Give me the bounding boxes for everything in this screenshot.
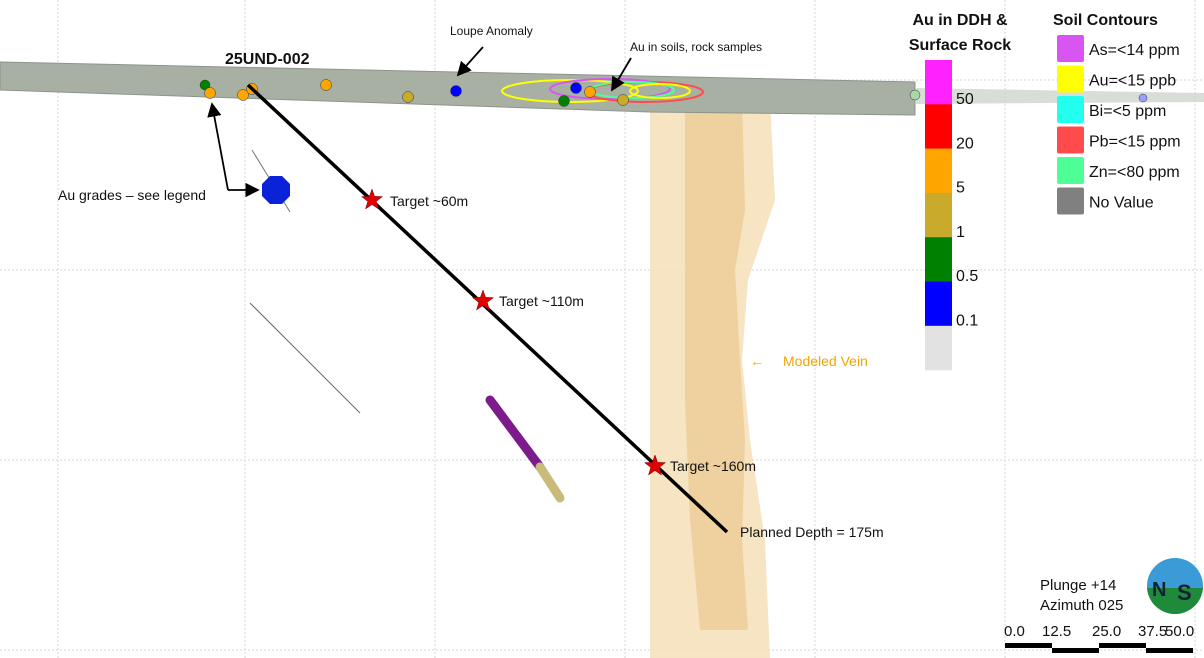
soil-swatch	[1057, 126, 1084, 154]
au-bin-swatch	[925, 281, 952, 326]
azimuth-label: Azimuth 025	[1040, 597, 1123, 614]
target-label-3: Target ~160m	[670, 458, 756, 474]
scale-tick-label: 25.0	[1092, 623, 1121, 640]
target-label-2: Target ~110m	[499, 293, 584, 309]
hole-label: 25UND-002	[225, 51, 310, 68]
au-bin-label: 50	[956, 91, 974, 108]
au-bin-swatch	[925, 148, 952, 194]
au-bin-label: 5	[956, 180, 965, 197]
au-bin-label: 1	[956, 224, 965, 241]
svg-text:S: S	[1177, 580, 1192, 605]
soil-label: Au=<15 ppb	[1089, 73, 1176, 90]
soil-swatch	[1057, 35, 1084, 62]
callout-arrows	[207, 46, 632, 198]
scale-tick-label: 0.0	[1004, 623, 1025, 640]
au-legend-title-2: Surface Rock	[909, 37, 1011, 54]
svg-text:N: N	[1152, 579, 1166, 601]
orientation-globe-icon: N S	[1147, 558, 1203, 614]
au-legend: Au in DDH & Surface Rock 50 20 5 1 0.5 0.1	[909, 12, 1011, 371]
scale-tick-label: 12.5	[1042, 623, 1071, 640]
loupe-anomaly-label: Loupe Anomaly	[450, 24, 533, 38]
soil-swatch	[1057, 187, 1084, 215]
modeled-vein	[650, 100, 775, 658]
au-bin-swatch	[925, 60, 952, 105]
soil-label: Pb=<15 ppm	[1089, 134, 1181, 151]
target-label-1: Target ~60m	[390, 193, 468, 209]
au-grades-label: Au grades – see legend	[58, 187, 206, 203]
soil-label: Bi=<5 ppm	[1089, 103, 1166, 120]
au-bin-swatch	[925, 104, 952, 149]
soils-label: Au in soils, rock samples	[630, 40, 762, 54]
scale-bar: 0.0 12.5 25.0 37.550.0	[1004, 623, 1194, 653]
au-bin-swatch	[925, 325, 952, 371]
modeled-vein-arrow: ←	[750, 353, 764, 369]
target-star-icons	[360, 188, 667, 476]
soil-swatch	[1057, 96, 1084, 123]
modeled-vein-label: Modeled Vein	[783, 353, 868, 369]
soil-swatch	[1057, 157, 1084, 184]
planned-depth-label: Planned Depth = 175m	[740, 524, 884, 540]
au-bin-label: 0.5	[956, 268, 978, 285]
soil-label: No Value	[1089, 195, 1154, 212]
au-legend-title-1: Au in DDH &	[912, 12, 1008, 29]
soil-contours	[501, 78, 704, 103]
topographic-surface	[0, 61, 1204, 116]
plunge-label: Plunge +14	[1040, 577, 1116, 594]
au-bin-swatch	[925, 192, 952, 238]
au-bin-swatch	[925, 237, 952, 282]
soil-legend-title: Soil Contours	[1053, 12, 1158, 29]
soil-swatch	[1057, 65, 1084, 93]
au-bin-label: 20	[956, 135, 974, 152]
other-drill-traces	[249, 149, 565, 503]
au-bin-label: 0.1	[956, 313, 978, 330]
soil-label: Zn=<80 ppm	[1089, 164, 1180, 181]
scale-tick-label: 50.0	[1165, 623, 1194, 640]
scale-tick-label: 37.5	[1138, 623, 1167, 640]
soil-label: As=<14 ppm	[1089, 42, 1180, 59]
